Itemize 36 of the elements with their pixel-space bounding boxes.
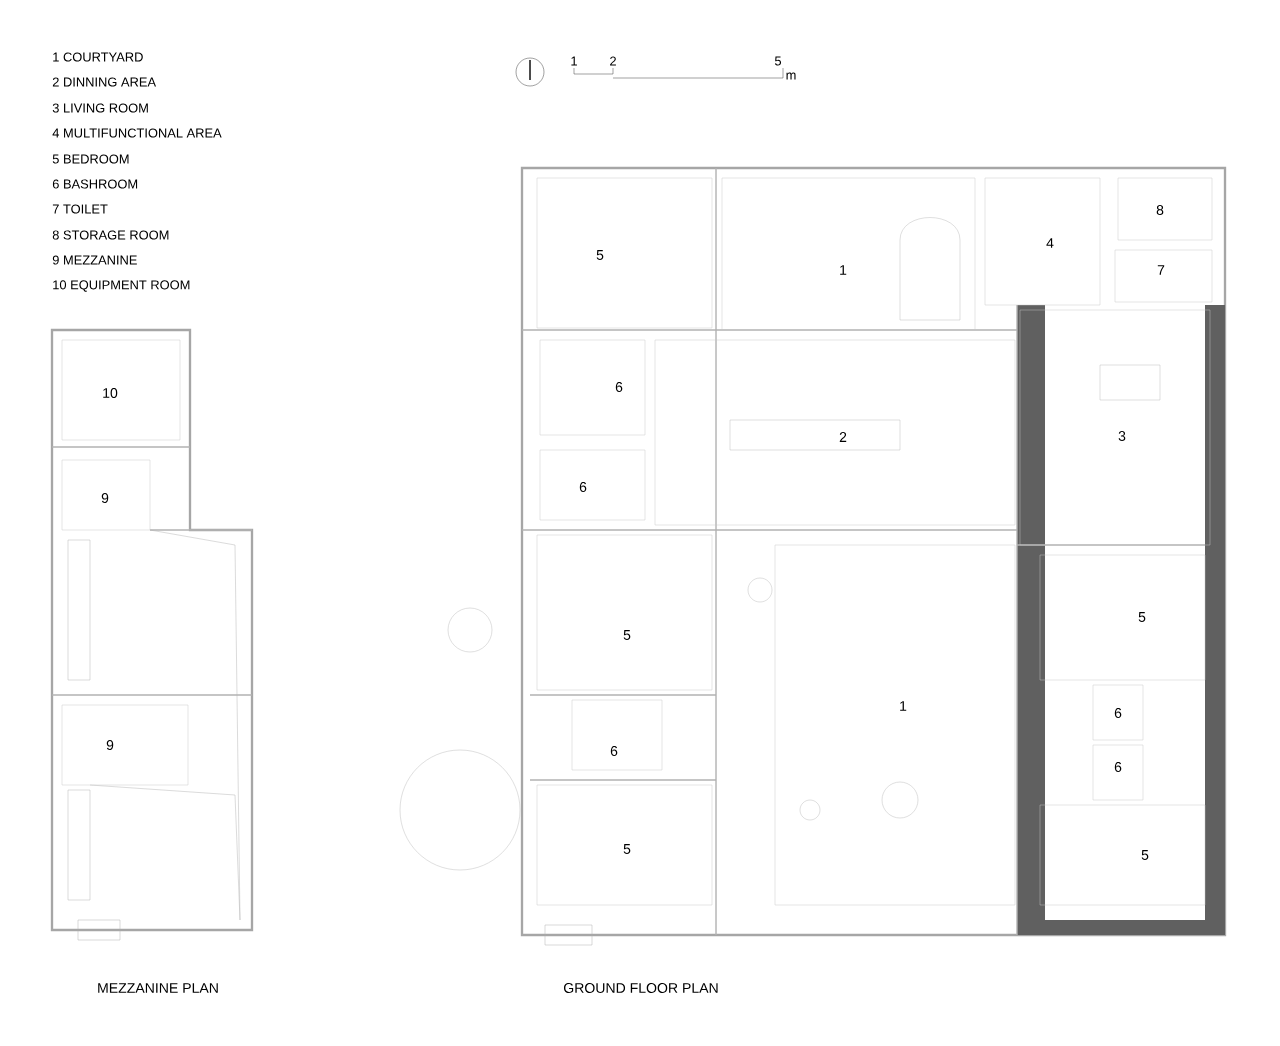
legend-text: 1 COURTYARD bbox=[53, 52, 143, 62]
plan-title: GROUND FLOOR PLAN bbox=[564, 983, 718, 993]
legend-text: 3 LIVING ROOM bbox=[52, 103, 148, 113]
legend-text: 6 BASHROOM bbox=[52, 179, 138, 189]
room: 8 bbox=[1117, 177, 1213, 241]
room: 9 bbox=[61, 704, 189, 786]
room: 1 bbox=[721, 177, 976, 331]
room: 1 bbox=[774, 544, 1016, 906]
legend-text: 10 EQUIPMENT ROOM bbox=[53, 280, 190, 292]
legend-text: 7 TOILET bbox=[52, 204, 108, 214]
room: 7 bbox=[1114, 249, 1213, 303]
room: 5 bbox=[1039, 804, 1206, 906]
scale-number: 1 bbox=[571, 56, 577, 66]
room: 3 bbox=[1019, 309, 1211, 546]
room: 5 bbox=[536, 534, 713, 691]
room: 10 bbox=[61, 339, 181, 441]
room: 5 bbox=[536, 177, 713, 329]
legend-text: 9 MEZZANINE bbox=[52, 255, 137, 265]
room: 4 bbox=[984, 177, 1101, 306]
room: 6 bbox=[539, 449, 646, 521]
room: 6 bbox=[1092, 684, 1144, 741]
room: 5 bbox=[1039, 554, 1206, 681]
legend-text: 4 MULTIFUNCTIONAL AREA bbox=[52, 128, 222, 138]
plan-title: MEZZANINE PLAN bbox=[98, 983, 218, 993]
legend-text: 8 STORAGE ROOM bbox=[52, 230, 169, 240]
room: 6 bbox=[1092, 744, 1144, 801]
scale-number: 5 bbox=[774, 56, 782, 66]
scale-number: m bbox=[786, 72, 796, 80]
room: 6 bbox=[539, 339, 646, 436]
scale-number: 2 bbox=[610, 56, 616, 66]
room: 6 bbox=[571, 699, 663, 771]
room: 5 bbox=[536, 784, 713, 906]
room: 2 bbox=[654, 339, 1016, 526]
legend-text: 2 DINNING AREA bbox=[52, 77, 156, 87]
room: 9 bbox=[61, 459, 151, 531]
legend-text: 5 BEDROOM bbox=[52, 154, 129, 164]
